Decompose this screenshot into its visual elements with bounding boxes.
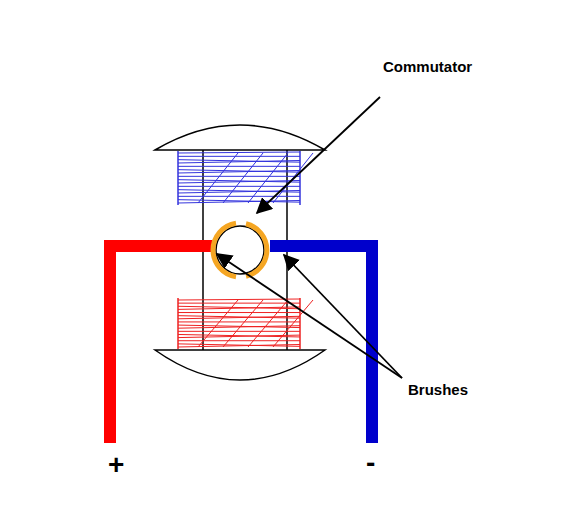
coil-winding [178, 321, 300, 322]
coil-winding [178, 170, 300, 173]
coil-winding [178, 152, 300, 153]
coil-winding [178, 166, 300, 167]
leader-line [217, 254, 402, 378]
coil-winding [178, 340, 300, 341]
coil-winding [178, 312, 300, 313]
coil-edge [177, 151, 179, 205]
coil-winding [178, 299, 300, 300]
part-label: Commutator [383, 59, 472, 76]
commutator-segment [246, 224, 267, 277]
terminal-sign: - [366, 448, 375, 479]
coil-winding [178, 303, 300, 304]
coil-winding [178, 196, 300, 197]
coil-edge [177, 298, 179, 349]
coil-winding [178, 325, 300, 328]
coil-winding [223, 300, 263, 347]
coil-winding [178, 344, 300, 347]
positive-wire [104, 240, 213, 443]
coil-winding [178, 316, 300, 319]
coil-winding [273, 300, 313, 347]
coil-winding [178, 201, 300, 204]
coil-winding [178, 331, 300, 332]
coil-winding [248, 300, 288, 347]
coil-winding [178, 200, 300, 203]
coil-winding [178, 156, 300, 157]
coil-winding [178, 316, 300, 319]
coil-winding [198, 300, 238, 347]
coil-edge [299, 151, 301, 205]
terminal-sign: + [108, 450, 124, 481]
coil-winding [248, 153, 288, 203]
part-label: Brushes [408, 382, 468, 399]
pole-shoe [155, 125, 325, 150]
coil-winding [178, 176, 300, 177]
coil-winding [178, 171, 300, 174]
coil-winding [178, 345, 300, 348]
negative-wire [270, 240, 378, 443]
pole-shoe [155, 350, 325, 380]
coil-edge [299, 298, 301, 349]
coil-winding [223, 153, 263, 203]
field-coil [178, 151, 313, 205]
armature [216, 226, 264, 274]
commutator-segment [213, 223, 236, 276]
coil-winding [178, 186, 300, 187]
leader-line [257, 97, 380, 213]
coil-winding [198, 153, 238, 203]
coil-winding [178, 180, 300, 183]
leader-line [284, 255, 402, 378]
